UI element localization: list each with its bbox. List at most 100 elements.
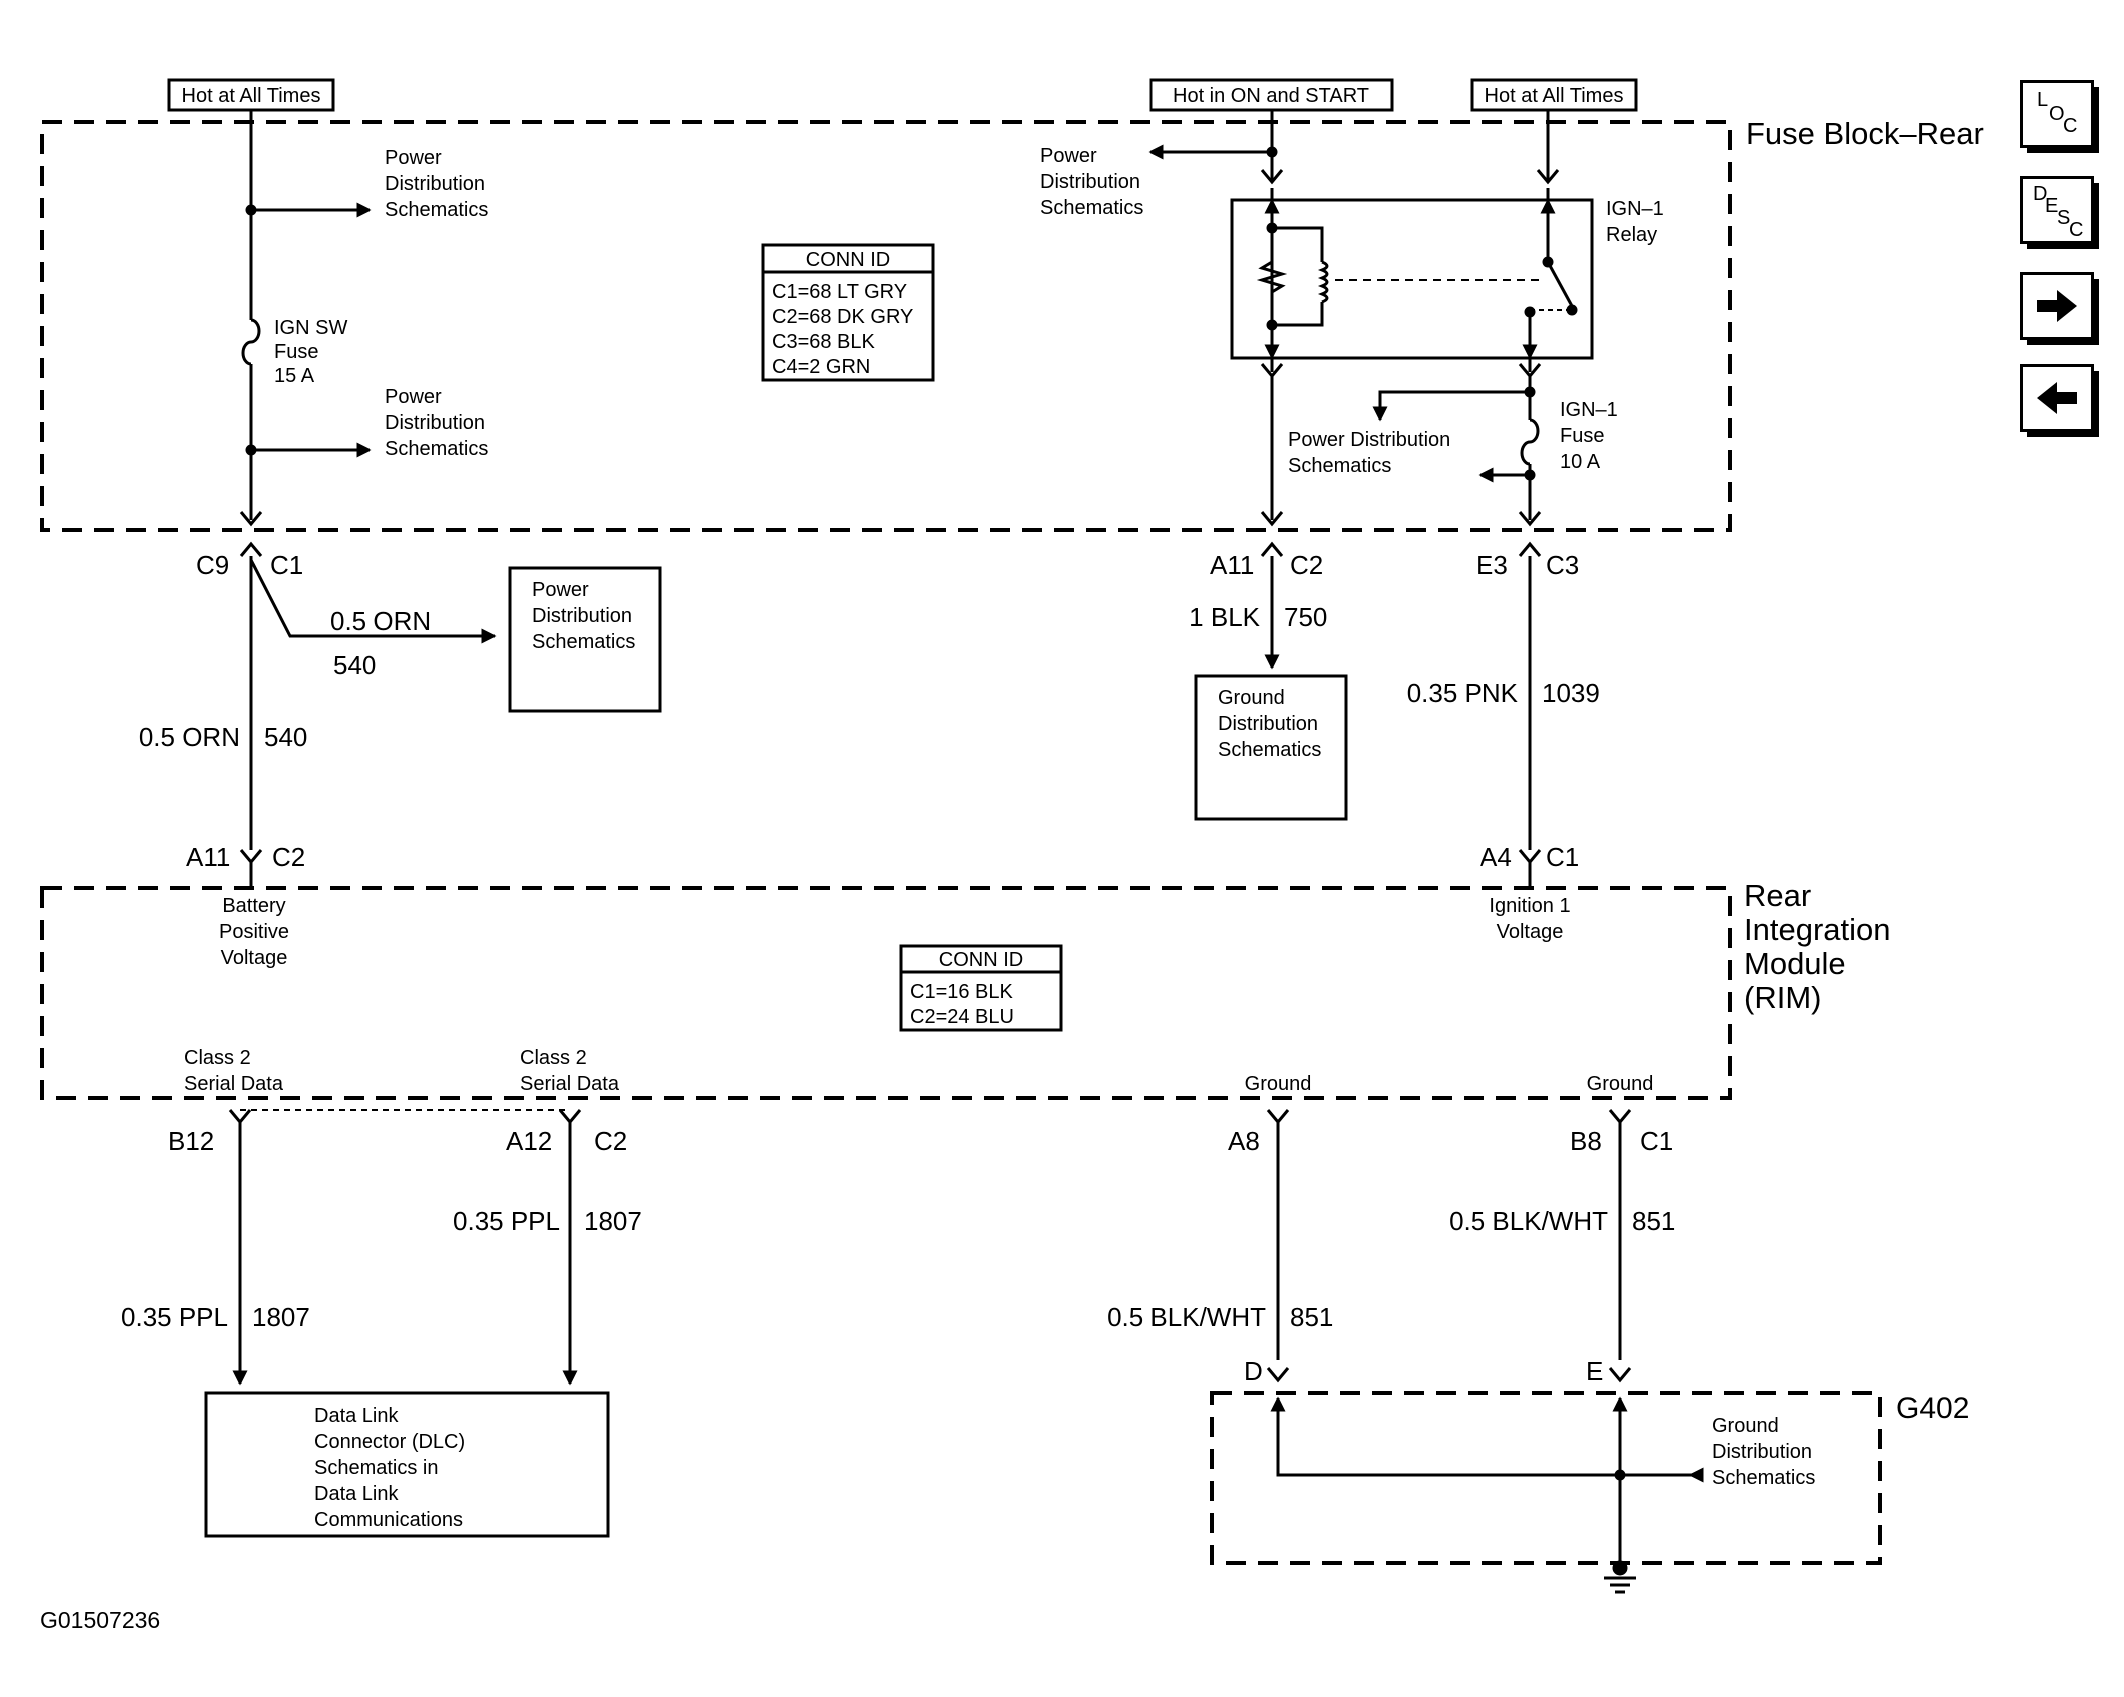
pd-mid-line2: Distribution [385, 412, 485, 434]
desc-d: D [2033, 183, 2047, 205]
conn-b12: B12 [168, 1126, 214, 1156]
conn-c2-top: C2 [1290, 550, 1323, 580]
rim-ign-l2: Voltage [1497, 921, 1564, 943]
wire-labels: 0.5 ORN 540 0.5 ORN 540 1 BLK 750 0.35 P… [121, 602, 1675, 1332]
box-labels: Power Distribution Schematics Ground Dis… [314, 579, 1321, 1531]
dlc-box [204, 1391, 610, 1538]
conn-id-c3: C3=68 BLK [772, 331, 876, 353]
rim-class2-b-l2: Serial Data [520, 1073, 620, 1095]
wire-ppl-size-1: 0.35 PPL [453, 1206, 560, 1236]
g402-gd-l1: Ground [1712, 1415, 1779, 1437]
g402-boundary [1210, 1391, 1882, 1565]
box-dlc-l4: Data Link [314, 1483, 399, 1505]
pd-ign1-line2: Schematics [1288, 455, 1391, 477]
conn-c1-mid: C1 [1546, 842, 1579, 872]
rim-pin-labels: Battery Positive Voltage Ignition 1 Volt… [184, 895, 1653, 1095]
rim-batt-l1: Battery [222, 895, 285, 917]
conn-id-title: CONN ID [806, 249, 890, 271]
rim-class2-b-l1: Class 2 [520, 1047, 587, 1069]
rim-label: Rear Integration Module (RIM) [1744, 878, 1891, 1015]
connector-labels-mid: A11 C2 A4 C1 [186, 842, 1579, 872]
fuse-labels: IGN SW Fuse 15 A IGN–1 Relay IGN–1 Fuse … [274, 198, 1664, 473]
box-dlc-l5: Communications [314, 1509, 463, 1531]
ground-distribution-box [1194, 674, 1348, 821]
rim-name-l4: (RIM) [1744, 980, 1821, 1015]
ign1-relay-l1: IGN–1 [1606, 198, 1664, 220]
pd-mid-line1: Power [385, 386, 442, 408]
supply-hot-at-all-times-1: Hot at All Times [182, 85, 321, 107]
pd-top-line3: Schematics [385, 199, 488, 221]
desc-s: S [2057, 207, 2070, 229]
ign-sw-fuse-l2: Fuse [274, 341, 318, 363]
desc-c: C [2069, 219, 2083, 238]
desc-e: E [2045, 195, 2058, 217]
conn-a11-top: A11 [1210, 550, 1254, 580]
rim-name-l1: Rear [1744, 878, 1811, 913]
conn-a4: A4 [1480, 842, 1512, 872]
ign1-relay-l2: Relay [1606, 224, 1657, 246]
ign1-fuse-l2: Fuse [1560, 425, 1604, 447]
wire-orn-circuit-branch: 540 [333, 650, 376, 680]
wire-ppl-circuit-1: 1807 [584, 1206, 642, 1236]
next-button[interactable] [2020, 272, 2099, 345]
g402-gd-l2: Distribution [1712, 1441, 1812, 1463]
loc-button[interactable]: L O C [2020, 80, 2099, 153]
desc-button[interactable]: D E S C [2020, 176, 2099, 249]
ign1-fuse-l1: IGN–1 [1560, 399, 1618, 421]
g402-label: G402 [1896, 1392, 1969, 1425]
arrow-left-icon [2037, 382, 2077, 414]
power-dist-labels-left: Power Distribution Schematics Power Dist… [385, 145, 1450, 477]
box-gd-l2: Distribution [1218, 713, 1318, 735]
fuse-block-boundary [40, 120, 1732, 532]
conn-id-c4: C4=2 GRN [772, 356, 870, 378]
box-pd-l1: Power [532, 579, 589, 601]
pd-mid-line3: Schematics [385, 438, 488, 460]
rim-class2-a-l1: Class 2 [184, 1047, 251, 1069]
rim-conn-id-c2: C2=24 BLU [910, 1006, 1014, 1028]
loc-icon: L O C [2037, 89, 2077, 137]
supply-hot-at-all-times-2: Hot at All Times [1485, 85, 1624, 107]
ign1-fuse-l3: 10 A [1560, 451, 1601, 473]
wire-orn-size: 0.5 ORN [139, 722, 240, 752]
conn-d: D [1244, 1356, 1263, 1386]
rim-ground-b: Ground [1587, 1073, 1654, 1095]
fuse-block-conn-id-box [761, 243, 935, 382]
rim-conn-id-title: CONN ID [939, 949, 1023, 971]
ign-sw-fuse-l3: 15 A [274, 365, 315, 387]
rim-batt-l3: Voltage [221, 947, 288, 969]
pd-top-line1: Power [385, 147, 442, 169]
pd-top-line2: Distribution [385, 173, 485, 195]
fuse-block-conn-id: CONN ID C1=68 LT GRY C2=68 DK GRY C3=68 … [772, 249, 913, 378]
prev-button[interactable] [2020, 364, 2099, 437]
supply-labels: Hot at All Times Hot in ON and START Hot… [182, 85, 1624, 107]
conn-id-c2: C2=68 DK GRY [772, 306, 913, 328]
g402-gd-l3: Schematics [1712, 1467, 1815, 1489]
wire-orn-size-branch: 0.5 ORN [330, 606, 431, 636]
conn-a8: A8 [1228, 1126, 1260, 1156]
desc-icon: D E S C [2033, 183, 2083, 238]
wire-blk-size: 1 BLK [1189, 602, 1260, 632]
box-dlc-l3: Schematics in [314, 1457, 439, 1479]
box-gd-l1: Ground [1218, 687, 1285, 709]
loc-c: C [2063, 115, 2077, 137]
connector-labels-bottom: B12 A12 C2 A8 B8 C1 D E [168, 1126, 1673, 1386]
g402-gd-labels: Ground Distribution Schematics [1712, 1415, 1815, 1489]
arrow-right-icon [2037, 290, 2077, 322]
loc-l: L [2037, 89, 2048, 111]
pd-right-line2: Distribution [1040, 171, 1140, 193]
figure-code: G01507236 [40, 1607, 161, 1633]
wire-orn-circuit: 540 [264, 722, 307, 752]
rim-ign-l1: Ignition 1 [1489, 895, 1570, 917]
hot-at-all-times-box-2 [1470, 78, 1638, 112]
box-dlc-l1: Data Link [314, 1405, 399, 1427]
conn-c3: C3 [1546, 550, 1579, 580]
box-pd-l3: Schematics [532, 631, 635, 653]
rim-conn-id-c1: C1=16 BLK [910, 981, 1014, 1003]
wire-ppl-circuit-2: 1807 [252, 1302, 310, 1332]
wire-blkwht-size-1: 0.5 BLK/WHT [1449, 1206, 1608, 1236]
box-dlc-l2: Connector (DLC) [314, 1431, 465, 1453]
rim-name-l2: Integration [1744, 912, 1891, 947]
ign-sw-fuse-l1: IGN SW [274, 317, 347, 339]
rim-ground-a: Ground [1245, 1073, 1312, 1095]
wire-blkwht-circuit-1: 851 [1632, 1206, 1675, 1236]
